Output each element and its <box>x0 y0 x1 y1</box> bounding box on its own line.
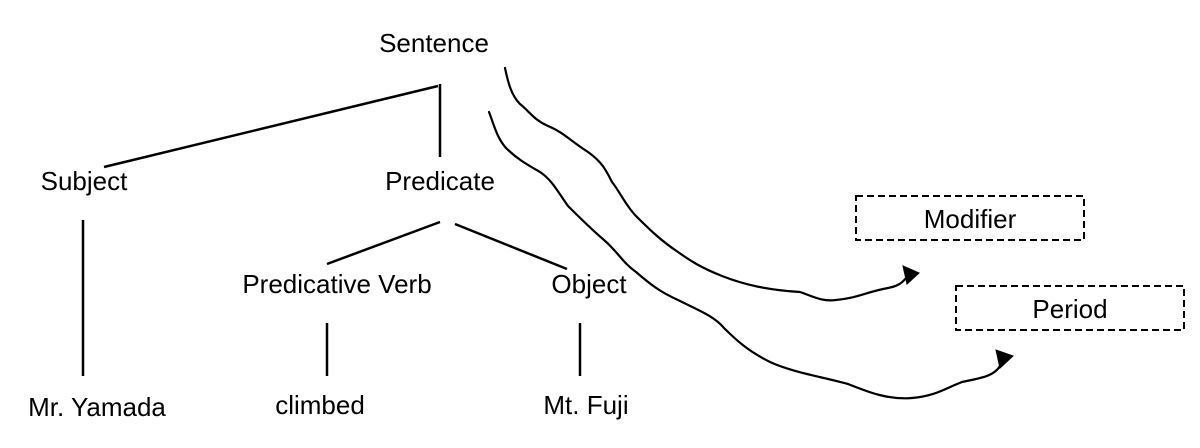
node-predicative-verb: Predicative Verb <box>242 269 431 299</box>
wavy-line-to-period <box>487 110 1002 400</box>
wavy-line-to-modifier <box>503 66 908 302</box>
arrowhead-period <box>995 349 1014 369</box>
edge-predicate-predicative-verb <box>326 220 441 266</box>
modifier-label: Modifier <box>924 204 1017 234</box>
node-sentence: Sentence <box>379 28 489 58</box>
edge-sentence-subject <box>103 84 439 169</box>
node-mr-yamada: Mr. Yamada <box>28 392 166 422</box>
arrowhead-modifier <box>902 265 920 285</box>
node-climbed: climbed <box>275 390 365 420</box>
period-box <box>955 285 1185 331</box>
node-object: Object <box>551 269 627 299</box>
edge-predicate-object <box>454 222 568 271</box>
period-label: Period <box>1032 294 1107 324</box>
node-predicate: Predicate <box>385 166 495 196</box>
node-subject: Subject <box>41 166 128 196</box>
modifier-box <box>855 195 1085 241</box>
node-mt-fuji: Mt. Fuji <box>543 390 628 420</box>
